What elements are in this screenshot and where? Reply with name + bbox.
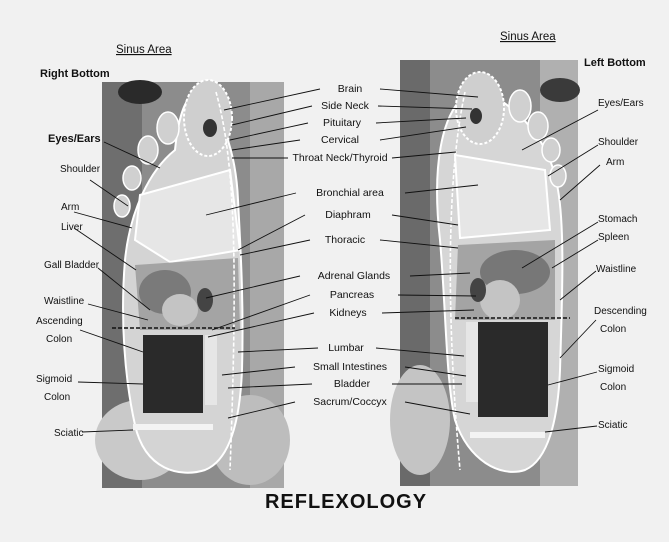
label-side-neck: Side Neck [321,100,370,112]
label-left-liver: Liver [61,222,83,233]
label-left-sigmoid-2: Colon [44,392,70,403]
label-kidneys: Kidneys [329,307,366,319]
right-foot-labels: Eyes/Ears Shoulder Arm Stomach Spleen Wa… [594,98,647,431]
label-left-ascending-2: Colon [46,334,72,345]
label-right-descending-1: Descending [594,306,647,317]
label-left-arm: Arm [61,202,79,213]
label-diaphram: Diaphram [325,209,371,221]
label-left-shoulder: Shoulder [60,164,101,175]
label-right-sigmoid-2: Colon [600,382,626,393]
label-right-spleen: Spleen [598,232,629,243]
label-pituitary: Pituitary [323,117,362,129]
label-small-intestines: Small Intestines [313,361,387,373]
label-right-sigmoid-1: Sigmoid [598,364,634,375]
label-right-stomach: Stomach [598,214,637,225]
label-left-waistline: Waistline [44,296,85,307]
label-throat-neck-thyroid: Throat Neck/Thyroid [292,152,387,164]
label-right-descending-2: Colon [600,324,626,335]
right-side-label: Left Bottom [584,57,646,69]
center-labels: Brain Side Neck Pituitary Cervical Throa… [292,83,390,408]
label-right-waistline: Waistline [596,264,637,275]
label-left-sciatic: Sciatic [54,428,83,439]
left-foot-labels: Eyes/Ears Shoulder Arm Liver Gall Bladde… [36,133,101,439]
right-foot-photo [390,60,580,486]
label-sacrum-coccyx: Sacrum/Coccyx [313,396,387,408]
right-sinus-label: Sinus Area [500,31,556,43]
label-right-eyes-ears: Eyes/Ears [598,98,644,109]
label-left-ascending-1: Ascending [36,316,83,327]
left-foot-photo [95,80,290,488]
left-side-label: Right Bottom [40,68,110,80]
label-adrenal-glands: Adrenal Glands [318,270,390,282]
label-cervical: Cervical [321,134,359,146]
label-pancreas: Pancreas [330,289,374,301]
label-lumbar: Lumbar [328,342,364,354]
label-right-shoulder: Shoulder [598,137,639,148]
label-left-eyes-ears: Eyes/Ears [48,133,101,145]
label-right-arm: Arm [606,157,624,168]
label-brain: Brain [338,83,363,95]
label-right-sciatic: Sciatic [598,420,627,431]
label-bladder: Bladder [334,378,371,390]
label-left-sigmoid-1: Sigmoid [36,374,72,385]
diagram-title: REFLEXOLOGY [265,491,427,513]
left-sinus-label: Sinus Area [116,44,172,56]
label-bronchial-area: Bronchial area [316,187,384,199]
label-thoracic: Thoracic [325,234,365,246]
label-left-gall-bladder: Gall Bladder [44,260,100,271]
